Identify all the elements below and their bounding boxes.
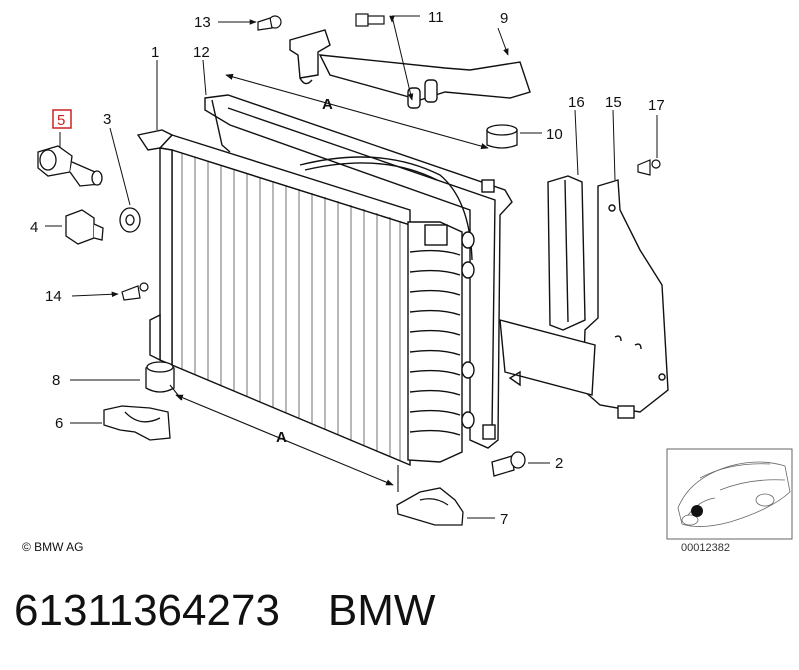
bracket-6-icon [103,405,171,441]
rivet-14-icon [121,282,149,301]
callout-5: 5 [57,112,65,129]
rubber-mount-10-icon [486,124,518,149]
vehicle-location-thumbnail [666,448,793,540]
callout-2: 2 [555,455,563,472]
dimension-lines [169,73,489,492]
callout-17: 17 [648,97,665,114]
dimension-label-bottom: A [276,429,287,446]
callout-10: 10 [546,126,563,143]
bolt-2-icon [491,451,526,477]
callout-15: 15 [605,94,622,111]
callout-6: 6 [55,415,63,432]
callout-4: 4 [30,219,38,236]
brand-name: BMW [327,586,436,635]
bracket-7-icon [396,487,464,526]
callout-16: 16 [568,94,585,111]
rubber-mount-8-icon [145,361,175,393]
callout-12: 12 [193,44,210,61]
leader-lines [45,15,658,519]
washer-3-icon [119,207,141,233]
dimension-label-top: A [322,96,333,113]
callout-5-highlight [52,109,72,129]
diagram-reference-number: 00012382 [681,542,730,554]
callout-3: 3 [103,111,111,128]
air-duct-16 [547,175,586,331]
air-guide-15 [499,179,669,419]
clip-17-icon [637,159,661,176]
callout-labels: 1 2 3 4 5 6 7 8 9 10 11 12 13 14 15 16 1… [30,9,665,528]
temperature-switch-5-icon [37,145,103,187]
part-number: 61311364273 [14,586,280,635]
callout-8: 8 [52,372,60,389]
callout-14: 14 [45,288,62,305]
plug-4-icon [65,209,104,245]
part-caption: 61311364273 BMW [14,586,435,636]
callout-11: 11 [428,9,444,26]
callout-13: 13 [194,14,211,31]
callout-9: 9 [500,10,508,27]
radiator-side-tank [407,221,475,463]
copyright-text: © BMW AG [22,540,84,554]
radiator-core [136,129,411,467]
location-dot-icon [691,505,703,517]
callout-1: 1 [151,44,159,61]
rivet-13-icon [257,15,282,31]
bolt-11-icon [355,13,385,27]
callout-7: 7 [500,511,508,528]
